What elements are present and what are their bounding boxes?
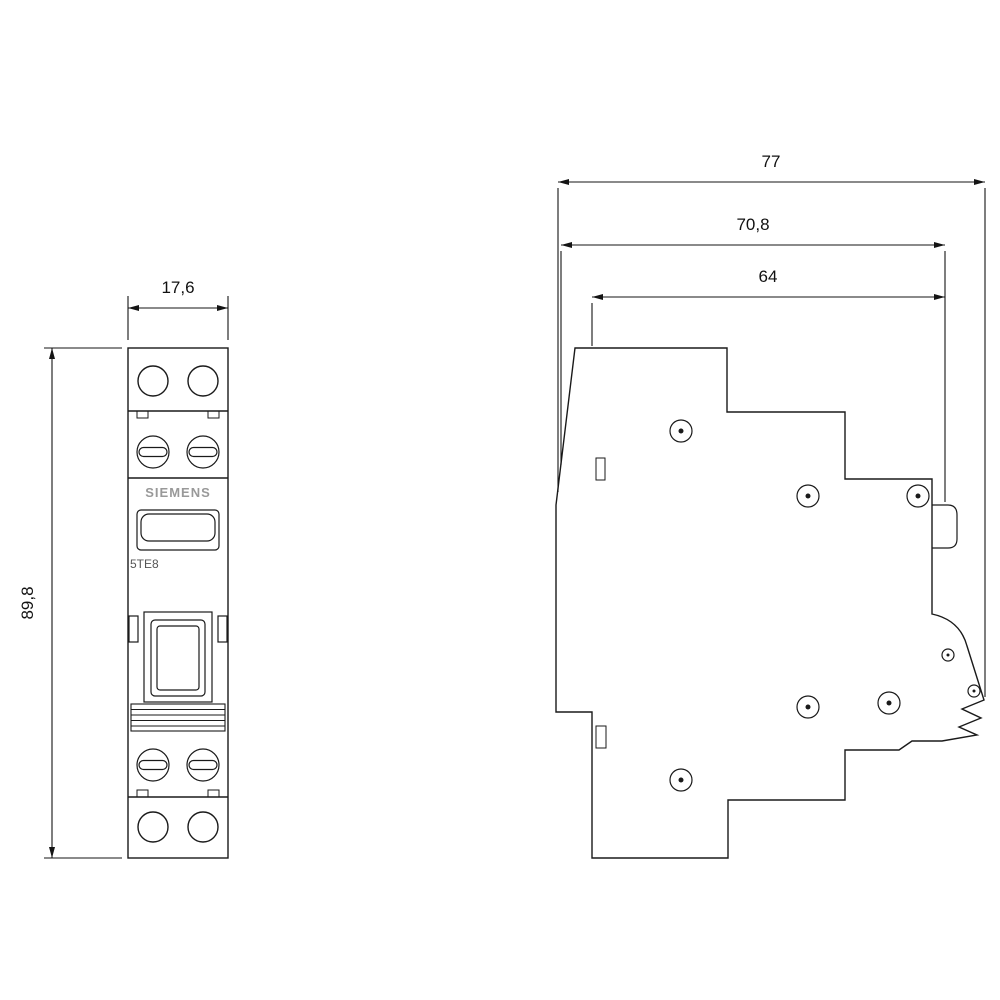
dim-front-height-label: 89,8 — [18, 586, 37, 619]
top-terminal-holes — [137, 365, 219, 397]
switch-assembly — [128, 611, 228, 703]
slider-hatch — [130, 703, 226, 732]
terminal-hole — [137, 811, 169, 843]
label-window — [136, 509, 220, 551]
rivet — [877, 691, 901, 715]
rivet — [906, 484, 930, 508]
screw-slot — [138, 759, 168, 771]
dim-side-body: 64 — [591, 267, 945, 346]
screw-terminal — [186, 748, 220, 782]
bottom-screw-terminals — [136, 748, 220, 782]
rivet — [669, 768, 693, 792]
dim-front-width: 17,6 — [127, 278, 229, 340]
din-clip — [941, 648, 981, 698]
screw-slot — [188, 446, 218, 458]
terminal-access-bump — [932, 504, 958, 549]
dim-side-overall-label: 77 — [762, 152, 781, 171]
mold-mark — [595, 725, 607, 749]
dim-side-rail: 70,8 — [560, 215, 946, 502]
dim-front-height: 89,8 — [18, 347, 122, 859]
front-view: SIEMENS 5TE8 — [127, 347, 229, 859]
dim-side-body-label: 64 — [759, 267, 778, 286]
terminal-hole — [187, 811, 219, 843]
rivet — [796, 484, 820, 508]
front-outline — [127, 347, 229, 859]
bottom-terminal-holes — [137, 811, 219, 843]
screw-terminal — [136, 435, 170, 469]
screw-terminal — [186, 435, 220, 469]
rivet — [669, 419, 693, 443]
brand-label: SIEMENS — [145, 485, 211, 500]
rivets — [669, 419, 930, 792]
dim-side-rail-label: 70,8 — [736, 215, 769, 234]
model-label: 5TE8 — [130, 557, 159, 571]
side-outline — [555, 347, 985, 859]
side-view — [555, 347, 985, 859]
screw-slot — [138, 446, 168, 458]
dim-front-width-label: 17,6 — [161, 278, 194, 297]
terminal-hole — [187, 365, 219, 397]
dim-side-overall: 77 — [557, 152, 986, 697]
terminal-hole — [137, 365, 169, 397]
switch-rocker — [150, 619, 206, 697]
mold-mark — [595, 457, 606, 481]
rivet — [796, 695, 820, 719]
top-screw-terminals — [136, 435, 220, 469]
screw-terminal — [136, 748, 170, 782]
screw-slot — [188, 759, 218, 771]
